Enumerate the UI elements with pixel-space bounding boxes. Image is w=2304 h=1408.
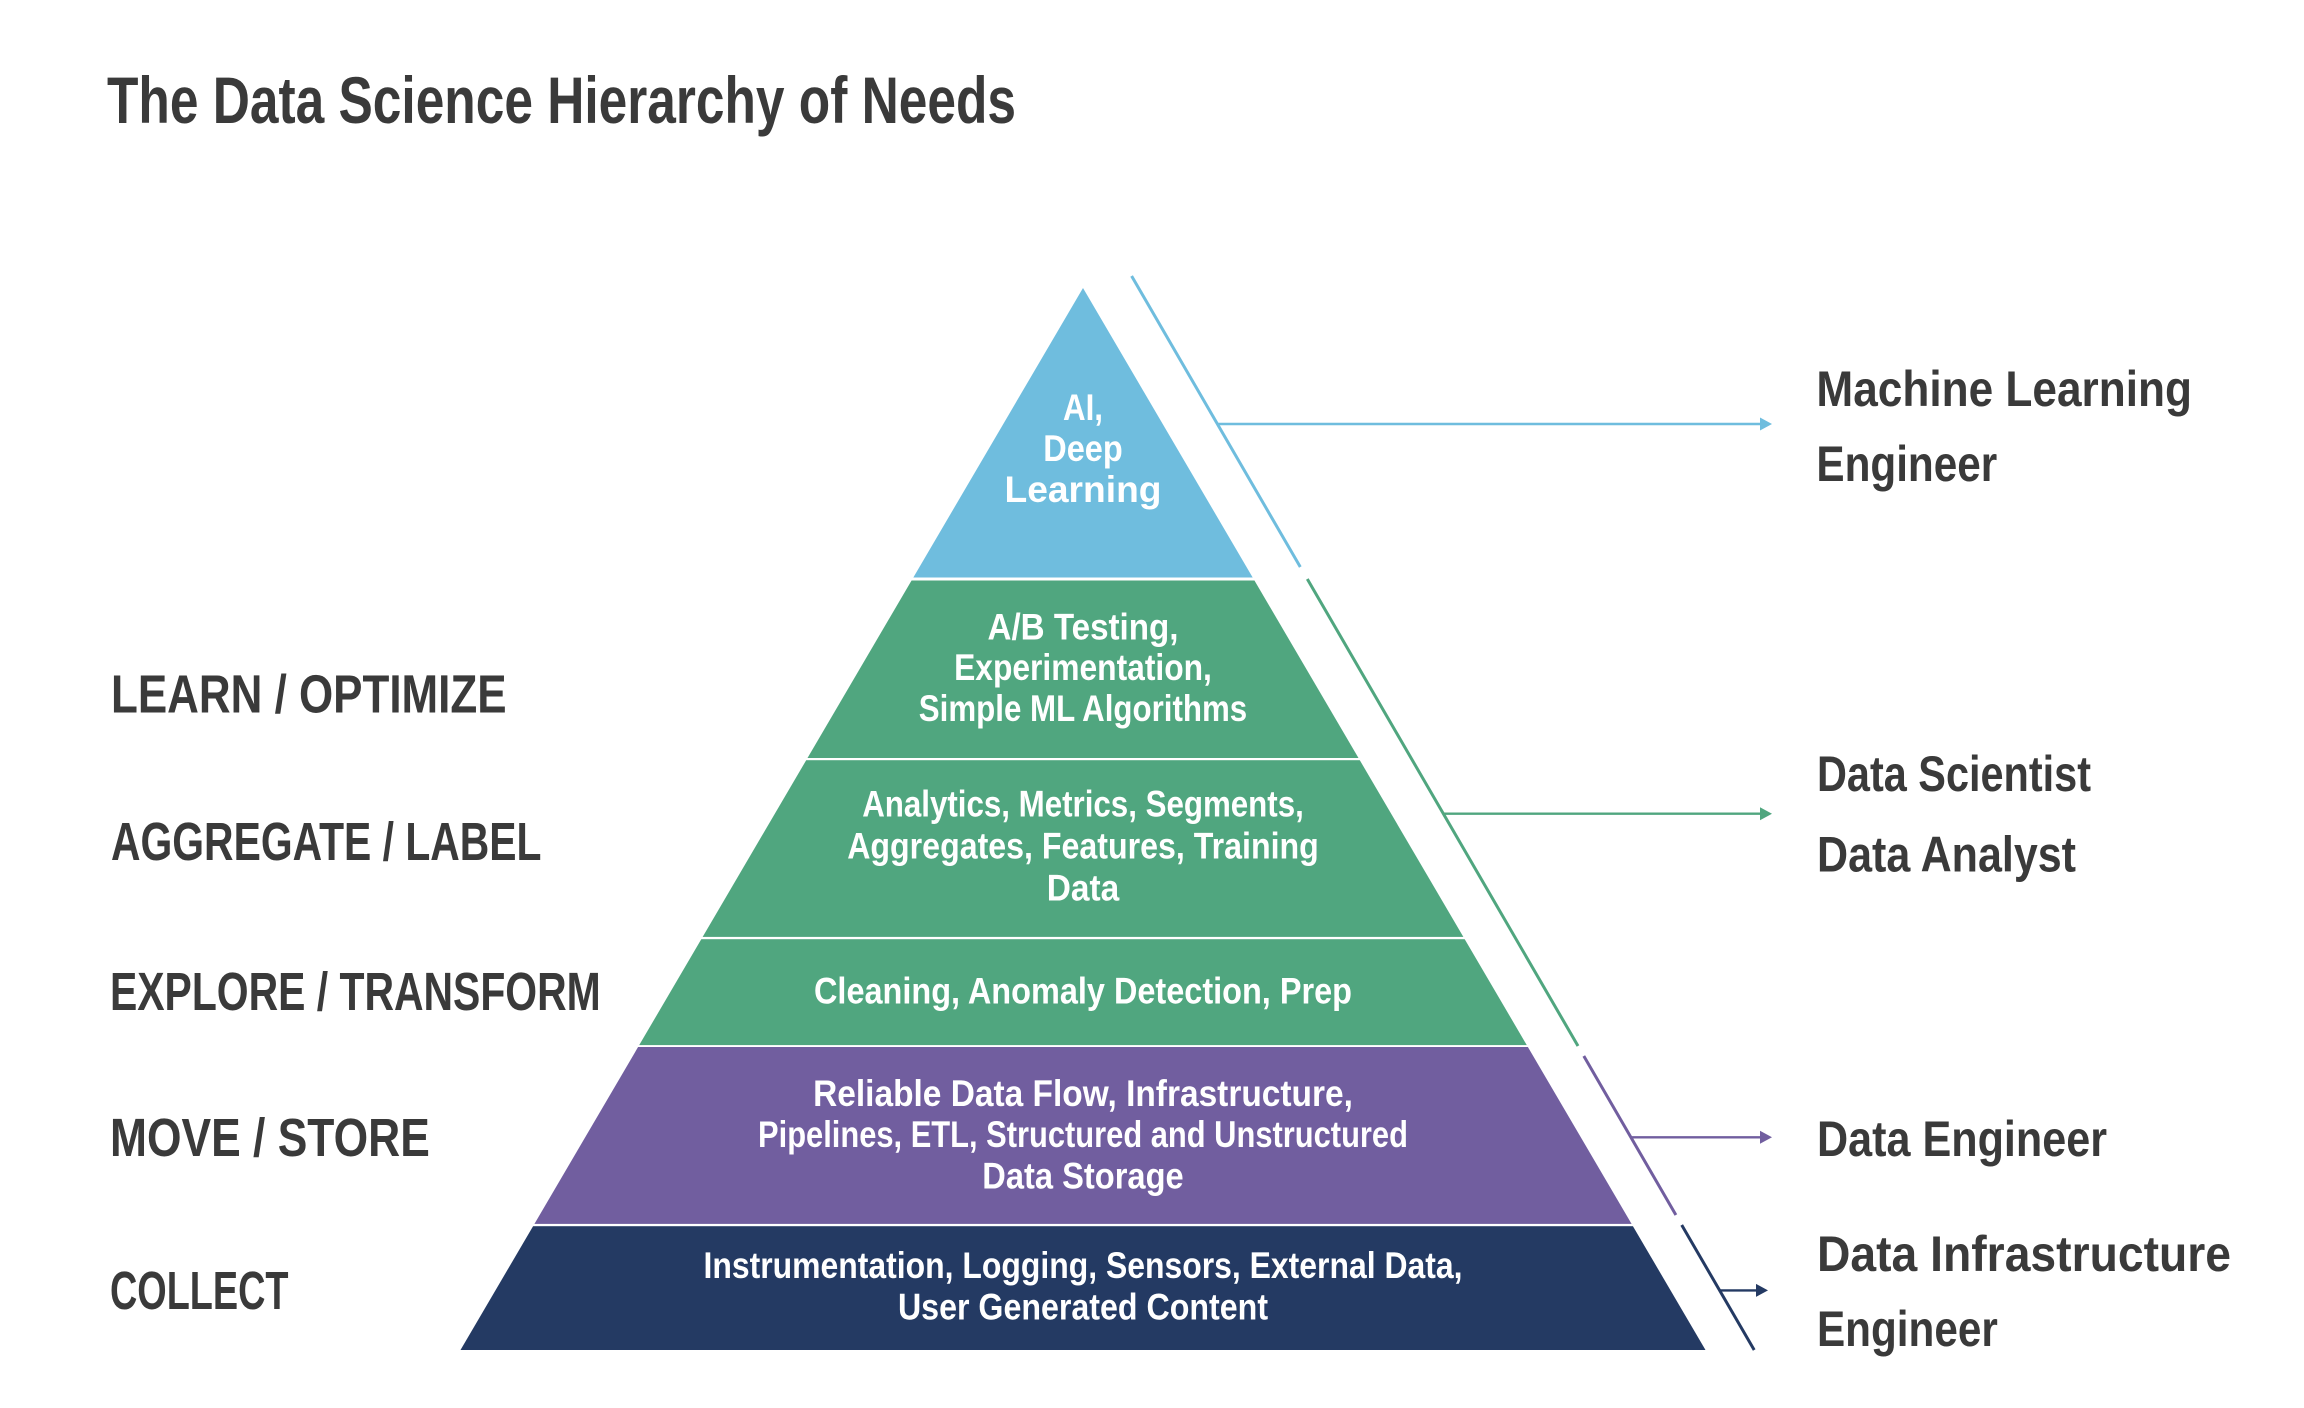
svg-text:Learning: Learning xyxy=(1005,469,1162,510)
svg-text:AGGREGATE / LABEL: AGGREGATE / LABEL xyxy=(111,812,542,872)
svg-text:The Data Science Hierarchy of: The Data Science Hierarchy of Needs xyxy=(107,63,1016,137)
svg-text:Data Engineer: Data Engineer xyxy=(1817,1111,2107,1167)
svg-text:Data Scientist: Data Scientist xyxy=(1817,746,2091,802)
svg-text:A/B Testing,: A/B Testing, xyxy=(988,606,1179,647)
svg-text:Data Storage: Data Storage xyxy=(982,1156,1183,1197)
svg-text:User Generated Content: User Generated Content xyxy=(898,1287,1268,1328)
svg-text:Machine Learning: Machine Learning xyxy=(1816,361,2192,417)
svg-text:Aggregates, Features, Training: Aggregates, Features, Training xyxy=(847,826,1319,867)
svg-text:Engineer: Engineer xyxy=(1817,1301,1998,1357)
svg-text:Data Infrastructure: Data Infrastructure xyxy=(1817,1226,2231,1282)
svg-text:Reliable Data Flow, Infrastruc: Reliable Data Flow, Infrastructure, xyxy=(813,1073,1353,1114)
svg-text:EXPLORE / TRANSFORM: EXPLORE / TRANSFORM xyxy=(110,962,601,1022)
svg-text:Engineer: Engineer xyxy=(1816,436,1997,492)
svg-text:MOVE / STORE: MOVE / STORE xyxy=(110,1108,430,1168)
svg-text:Pipelines, ETL, Structured and: Pipelines, ETL, Structured and Unstructu… xyxy=(758,1114,1408,1155)
svg-text:Cleaning, Anomaly Detection, P: Cleaning, Anomaly Detection, Prep xyxy=(814,971,1352,1012)
svg-text:Data: Data xyxy=(1047,868,1120,909)
svg-text:Instrumentation, Logging, Sens: Instrumentation, Logging, Sensors, Exter… xyxy=(704,1245,1463,1286)
svg-text:AI,: AI, xyxy=(1063,387,1103,428)
svg-text:LEARN / OPTIMIZE: LEARN / OPTIMIZE xyxy=(111,665,507,725)
svg-text:Experimentation,: Experimentation, xyxy=(954,647,1212,688)
svg-text:COLLECT: COLLECT xyxy=(110,1261,289,1321)
svg-text:Deep: Deep xyxy=(1043,428,1123,469)
svg-text:Simple ML Algorithms: Simple ML Algorithms xyxy=(919,688,1247,729)
svg-text:Data Analyst: Data Analyst xyxy=(1817,826,2076,882)
svg-text:Analytics, Metrics, Segments,: Analytics, Metrics, Segments, xyxy=(862,784,1304,825)
